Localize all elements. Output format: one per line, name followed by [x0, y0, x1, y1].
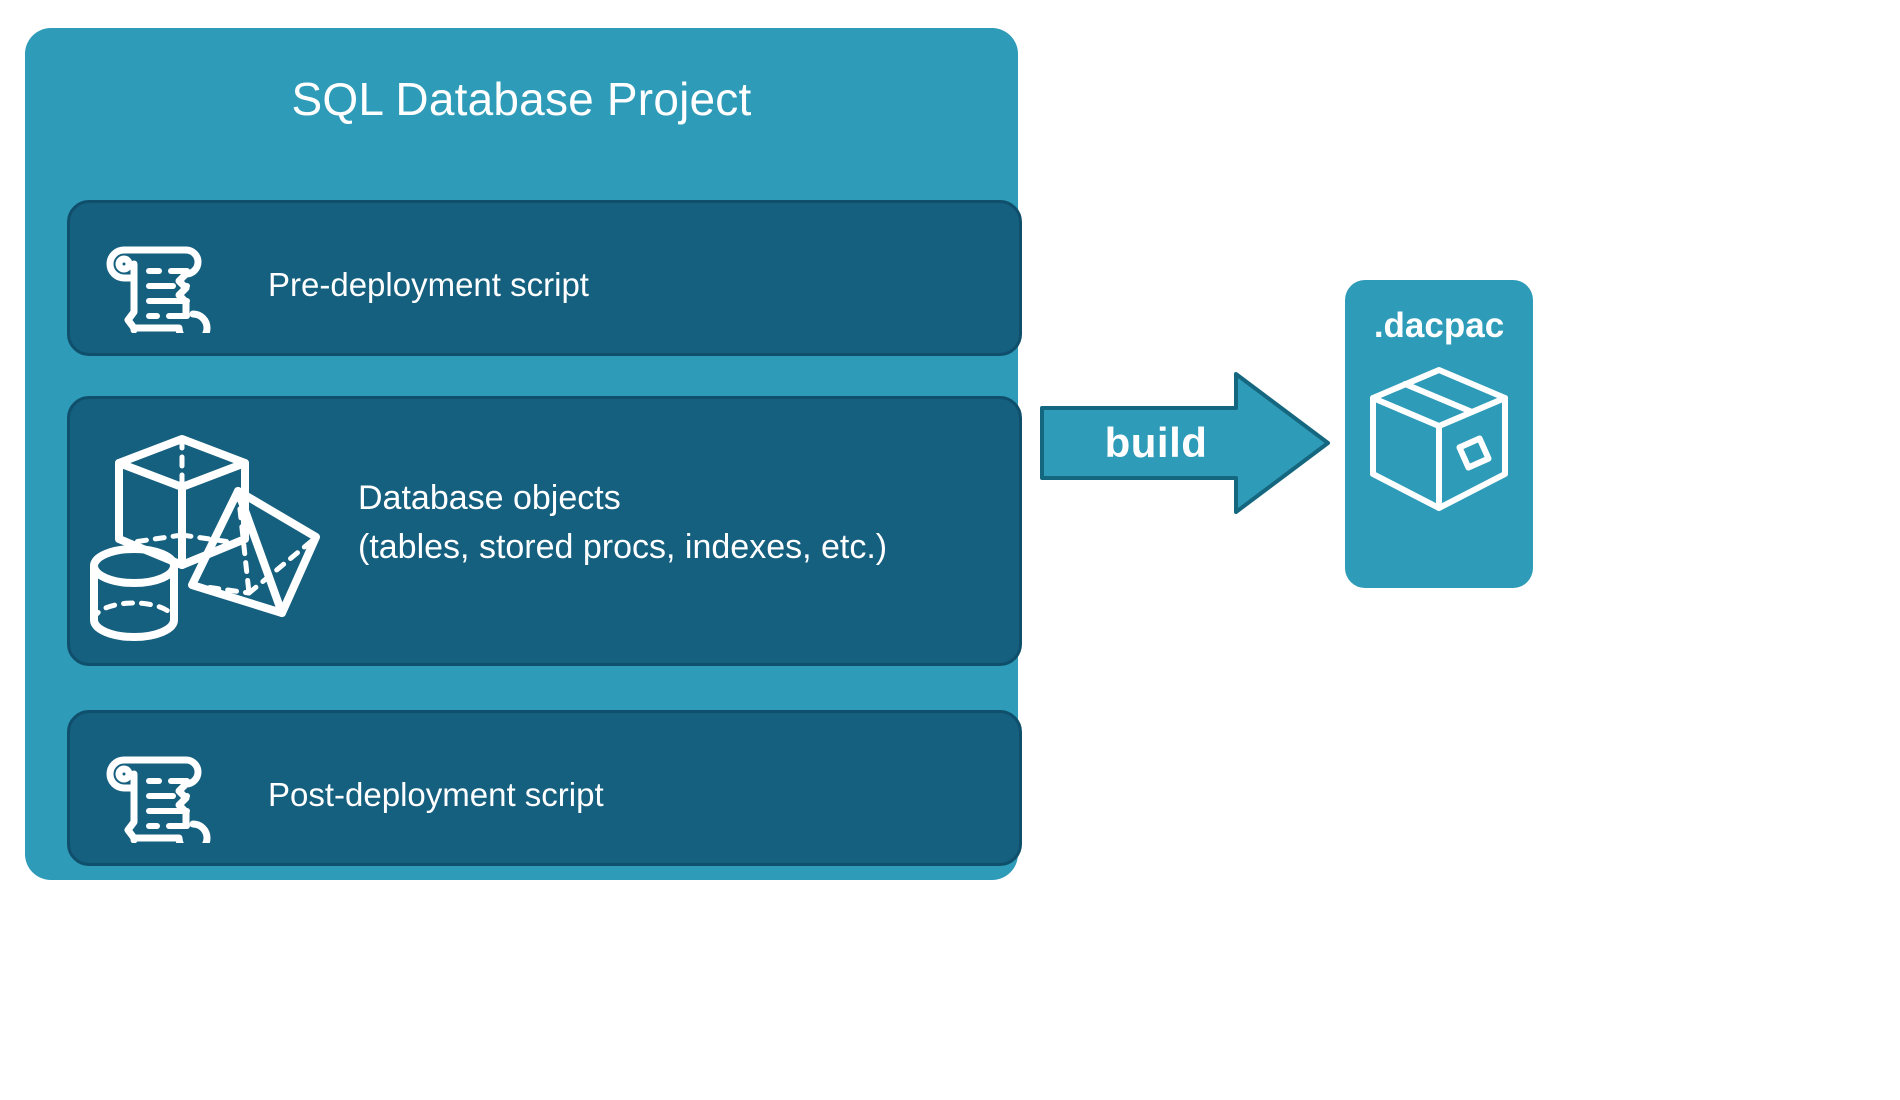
- dacpac-label: .dacpac: [1373, 306, 1505, 345]
- dacpac-output-card: .dacpac: [1345, 280, 1533, 588]
- post-deployment-script-label: Post-deployment script: [268, 776, 604, 813]
- scroll-icon: [96, 228, 216, 346]
- database-objects-box[interactable]: Database objects (tables, stored procs, …: [67, 396, 1022, 666]
- sql-database-project-card: SQL Database Project: [25, 28, 1022, 880]
- scroll-icon: [96, 738, 216, 856]
- pre-deployment-script-label: Pre-deployment script: [268, 266, 589, 303]
- pre-deployment-script-box[interactable]: Pre-deployment script: [67, 200, 1022, 356]
- package-box-icon: [1367, 364, 1512, 514]
- database-objects-icon-group: [86, 417, 348, 647]
- cylinder-icon: [90, 545, 178, 641]
- database-objects-label: Database objects (tables, stored procs, …: [358, 479, 888, 567]
- pyramid-icon: [188, 487, 320, 617]
- post-deployment-script-box[interactable]: Post-deployment script: [67, 710, 1022, 866]
- page-title: SQL Database Project: [291, 73, 752, 125]
- build-arrow: [1040, 372, 1330, 514]
